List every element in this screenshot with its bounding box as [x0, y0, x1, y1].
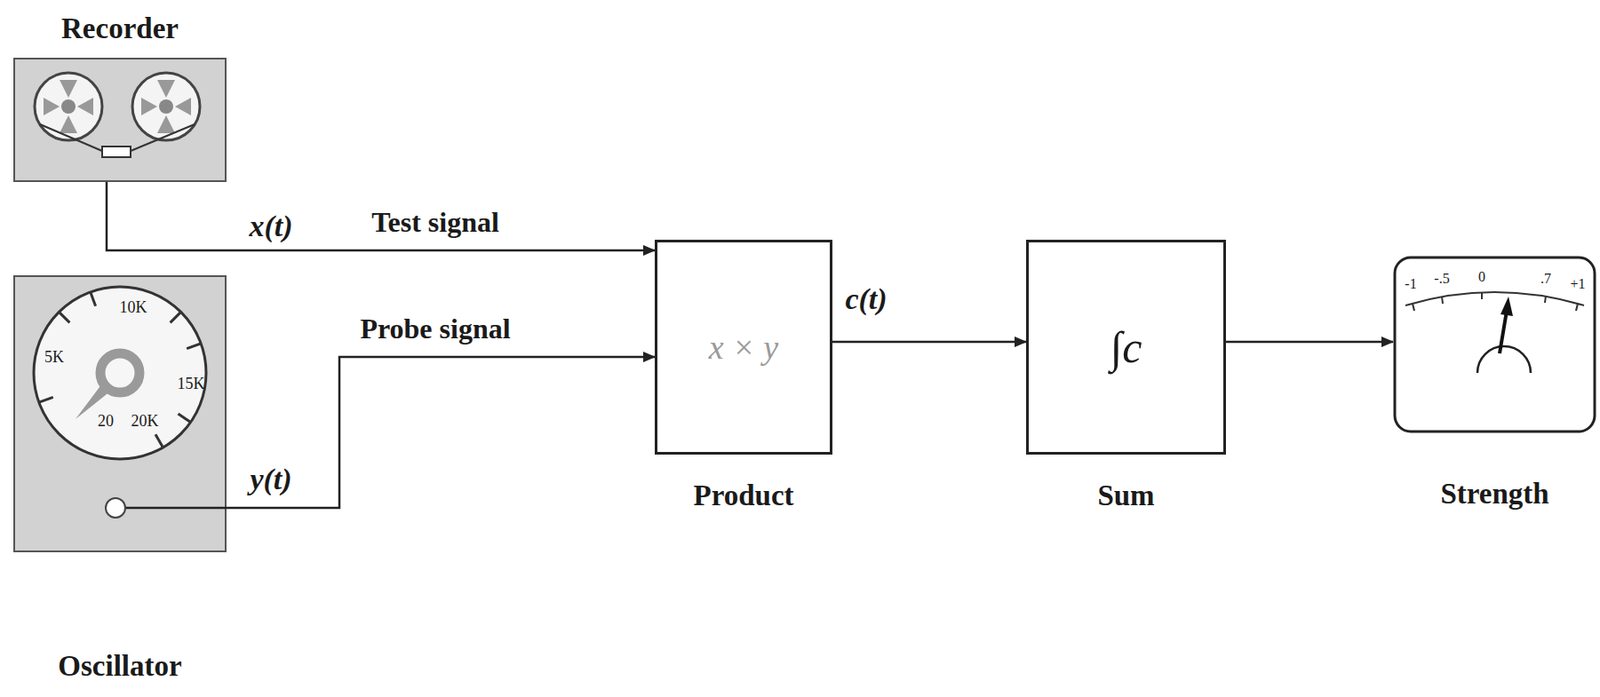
block-node: ∫cSum — [1026, 239, 1226, 455]
heading-label: Recorder — [61, 12, 179, 46]
block-node: Oscillator5K10K15K2020K — [13, 275, 227, 553]
meter-scale-label: +1 — [1569, 276, 1585, 293]
oscillator-illustration — [13, 275, 227, 553]
signal-wire — [106, 182, 655, 251]
signal-wire — [226, 357, 655, 509]
meter-scale-label: .7 — [1540, 270, 1552, 287]
edge-label: Test signal — [371, 206, 500, 239]
edge-label: Probe signal — [359, 312, 510, 346]
signal-name: y(t) — [249, 462, 292, 497]
signal-name: x(t) — [248, 209, 293, 244]
block-node: Strength-1-.50.7+1 — [1393, 255, 1597, 434]
heading-label: Strength — [1440, 477, 1549, 511]
edge-label: c(t) — [844, 282, 887, 317]
operation-symbol: x × y — [708, 327, 779, 367]
signal-wire — [832, 341, 1027, 344]
heading-label: Oscillator — [57, 650, 182, 684]
meter-scale-label: 0 — [1478, 269, 1486, 286]
dial-scale-label: 10K — [119, 298, 148, 318]
block-label: Sum — [1097, 479, 1155, 513]
dial-scale-label: 20 — [97, 412, 114, 431]
strength-meter-illustration — [1393, 255, 1597, 434]
integral-symbol: ∫c — [1110, 321, 1143, 374]
tape-recorder-illustration — [13, 57, 227, 183]
block-node: Recorder — [13, 57, 227, 183]
block-label: Product — [692, 479, 794, 513]
block-node: x × yProduct — [654, 239, 833, 455]
dial-scale-label: 20K — [131, 412, 160, 431]
meter-scale-label: -1 — [1404, 276, 1417, 293]
dial-scale-label: 5K — [44, 348, 64, 367]
dial-scale-label: 15K — [177, 374, 206, 394]
signal-wire — [1225, 341, 1394, 344]
meter-scale-label: -.5 — [1433, 270, 1449, 287]
